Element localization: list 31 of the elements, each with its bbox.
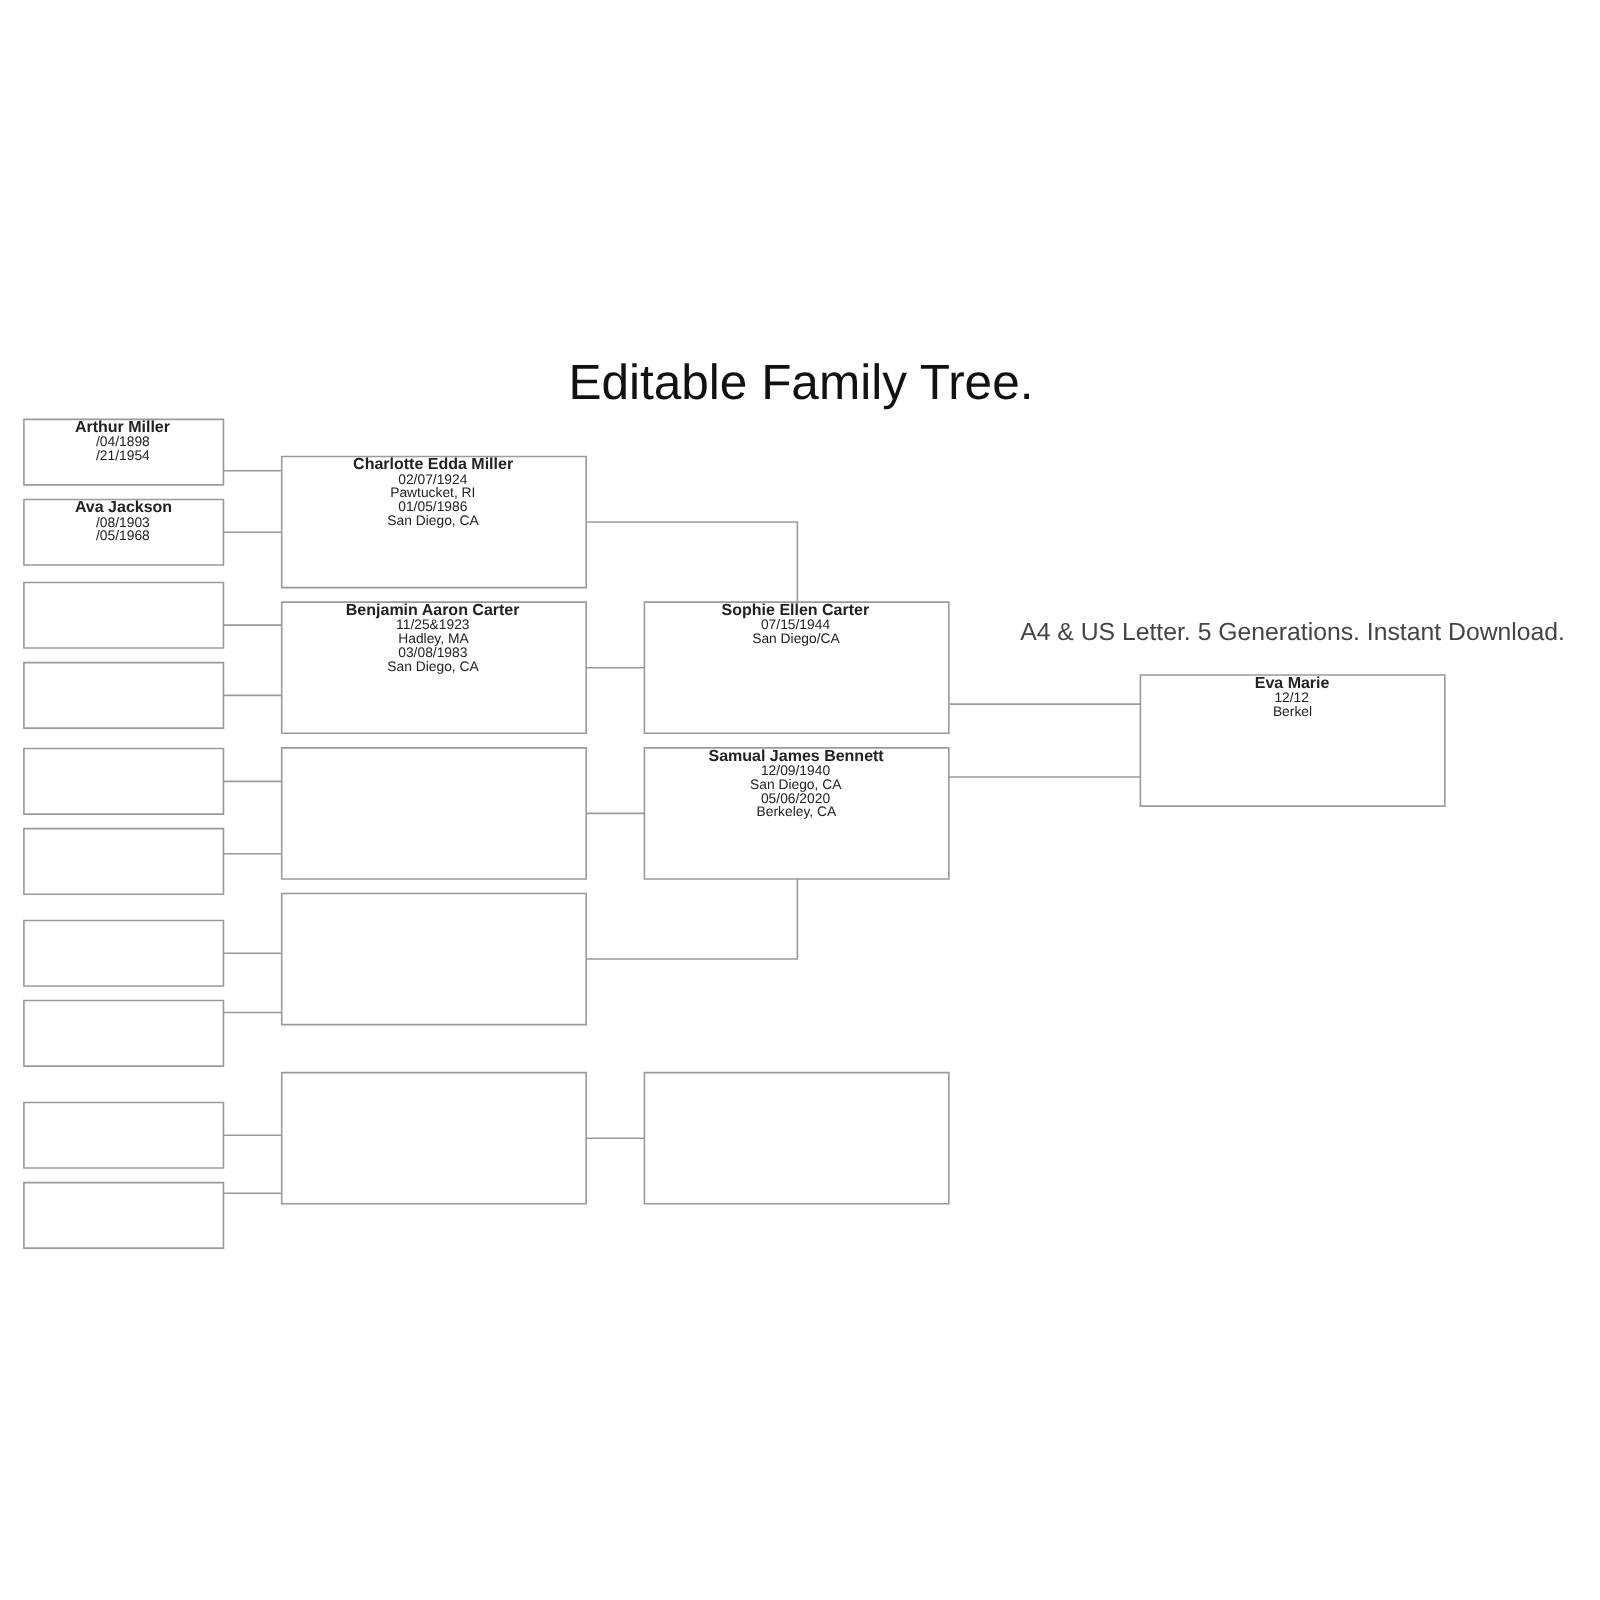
node-box bbox=[642, 1070, 949, 1204]
node-box bbox=[279, 746, 586, 879]
connector bbox=[584, 1136, 644, 1138]
connector bbox=[221, 1191, 281, 1193]
connector bbox=[221, 852, 281, 854]
node-box bbox=[22, 918, 224, 986]
connector bbox=[947, 775, 1141, 777]
connector bbox=[221, 1133, 281, 1136]
connector bbox=[221, 468, 281, 471]
connector bbox=[221, 693, 281, 696]
connector bbox=[221, 779, 281, 782]
node-box bbox=[22, 826, 224, 894]
node-box bbox=[279, 891, 586, 1025]
connector bbox=[221, 1010, 281, 1013]
connector bbox=[584, 665, 644, 668]
label: A4 & US Letter. 5 Generations. Instant Download. bbox=[1019, 617, 1565, 646]
connector bbox=[584, 520, 798, 602]
node-box bbox=[22, 660, 224, 728]
connector bbox=[221, 951, 281, 953]
node-box bbox=[22, 1100, 224, 1168]
node-box bbox=[22, 1180, 224, 1248]
node-box bbox=[22, 746, 224, 814]
node-box bbox=[22, 998, 224, 1066]
connector bbox=[221, 530, 281, 533]
node-box bbox=[279, 1070, 586, 1204]
connector bbox=[584, 811, 644, 814]
diagram-title: Editable Family Tree. bbox=[567, 356, 1033, 411]
connector bbox=[221, 623, 281, 625]
connector bbox=[584, 877, 798, 959]
connector bbox=[947, 702, 1141, 704]
node-box bbox=[22, 580, 224, 648]
